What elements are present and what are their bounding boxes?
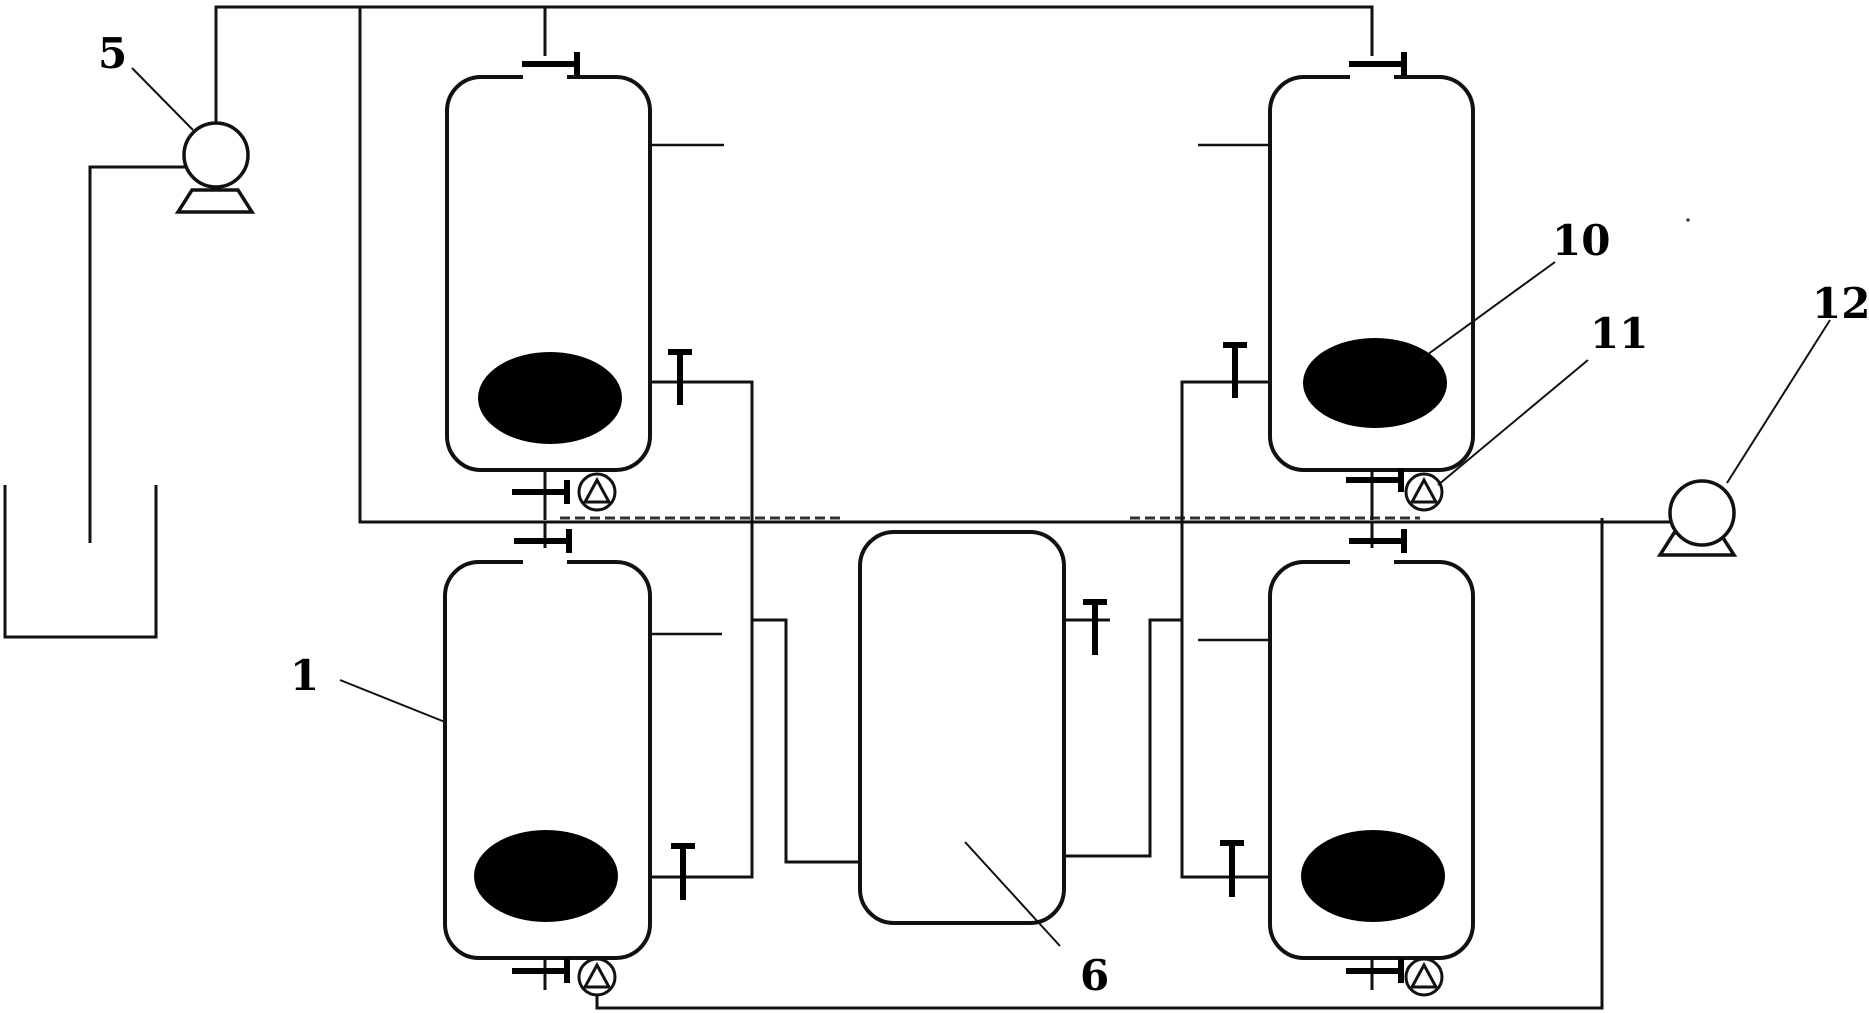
valve-top-lr [1349, 529, 1407, 553]
leader-lines [131, 67, 1831, 947]
valve-bottom-ul [512, 480, 570, 504]
ref-label-10: 10 [1552, 216, 1610, 265]
valve-top-ll [514, 529, 572, 553]
small-pumps [577, 472, 1444, 997]
valves [512, 52, 1407, 983]
ref-label-1: 1 [290, 651, 319, 700]
leader-11 [1437, 359, 1589, 486]
center-left-pipe [752, 618, 860, 864]
vessel-upper-left [445, 72, 652, 472]
leader-5 [131, 67, 194, 131]
pump-5 [174, 121, 256, 214]
stray-dot [1686, 218, 1690, 222]
media-bed-lower-left [474, 830, 618, 922]
leader-10 [1419, 261, 1556, 361]
valve-bottom-ll [512, 959, 570, 983]
leader-1 [339, 679, 446, 723]
vessel-upper-right [1268, 72, 1475, 472]
ref-label-5: 5 [98, 29, 127, 78]
center-column [858, 530, 1066, 925]
valve-bottom-ur [1346, 468, 1404, 492]
center-right-pipe [1064, 618, 1182, 858]
small-pump-ul [577, 472, 617, 512]
valve-top-ur [1349, 52, 1407, 76]
valve-bottom-lr [1346, 959, 1404, 983]
vessel-lower-left [443, 557, 652, 960]
media-bed-upper-right [1303, 338, 1447, 428]
leader-6 [964, 841, 1061, 947]
ref-label-12: 12 [1812, 279, 1869, 328]
small-pump-ll [577, 957, 617, 997]
ref-label-11: 11 [1590, 309, 1648, 358]
small-pump-ur [1404, 472, 1444, 512]
pump5-suction-pipe [88, 165, 190, 543]
middle-header-pipe [358, 7, 1672, 524]
ref-label-6: 6 [1080, 951, 1109, 1000]
valve-side-lr [1220, 840, 1244, 897]
media-bed-upper-left [478, 352, 622, 444]
valve-side-ll [671, 843, 695, 900]
valve-side-ur [1223, 342, 1247, 398]
top-header-pipe [214, 5, 1374, 128]
valve-side-center [1083, 599, 1107, 655]
left-transfer-pipe [650, 380, 754, 879]
piping [88, 5, 1672, 1010]
media-bed-lower-right [1301, 830, 1445, 922]
pump-12 [1656, 479, 1738, 557]
right-transfer-pipe [1180, 380, 1270, 879]
leader-12 [1726, 319, 1831, 484]
small-pump-lr [1404, 957, 1444, 997]
valve-side-ul [668, 349, 692, 405]
valve-top-ul [522, 52, 580, 76]
feed-tank [3, 485, 158, 639]
vessel-lower-right [1268, 557, 1475, 960]
